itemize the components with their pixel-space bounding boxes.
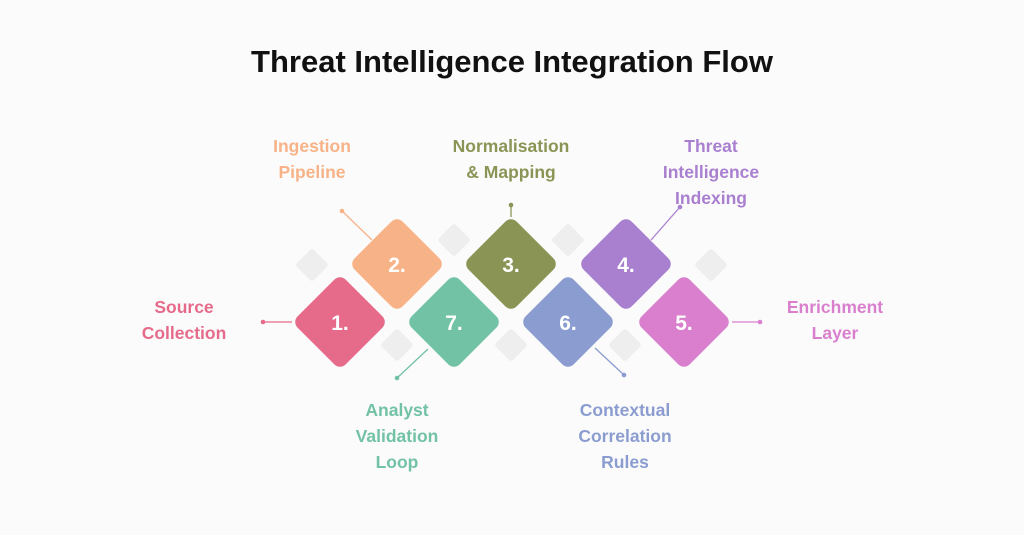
diagram-title: Threat Intelligence Integration Flow bbox=[251, 44, 773, 79]
step-3-number: 3. bbox=[502, 254, 520, 277]
step-3-label: Normalisation& Mapping bbox=[452, 136, 570, 182]
step-1-diamond bbox=[295, 277, 385, 367]
step-7-connector bbox=[396, 348, 429, 379]
decorative-diamond bbox=[609, 329, 641, 361]
step-7-connector-dot bbox=[394, 375, 400, 381]
step-6-number: 6. bbox=[559, 312, 577, 335]
decorative-diamond bbox=[552, 224, 584, 256]
step-6-diamond bbox=[523, 277, 613, 367]
step-2-diamond bbox=[352, 219, 442, 309]
step-5-diamond bbox=[639, 277, 729, 367]
step-2-connector-dot bbox=[339, 208, 345, 214]
step-2-number: 2. bbox=[388, 254, 406, 277]
step-4-connector bbox=[650, 206, 681, 241]
step-2-connector bbox=[341, 210, 373, 241]
step-7-number: 7. bbox=[445, 312, 463, 335]
step-4-diamond bbox=[581, 219, 671, 309]
step-3-diamond bbox=[466, 219, 556, 309]
decorative-diamond bbox=[296, 249, 328, 281]
step-6-connector bbox=[594, 347, 625, 376]
decorative-diamond bbox=[381, 329, 413, 361]
step-1-number: 1. bbox=[331, 312, 349, 335]
decorative-diamond bbox=[438, 224, 470, 256]
step-5-number: 5. bbox=[675, 312, 693, 335]
step-5-connector-dot bbox=[757, 319, 763, 325]
decorative-diamond bbox=[495, 329, 527, 361]
step-4-connector-dot bbox=[677, 204, 683, 210]
step-3-connector-dot bbox=[508, 202, 514, 208]
decorative-diamond bbox=[695, 249, 727, 281]
step-4-number: 4. bbox=[617, 254, 635, 277]
step-7-diamond bbox=[409, 277, 499, 367]
step-6-connector-dot bbox=[621, 372, 627, 378]
step-1-connector-dot bbox=[260, 319, 266, 325]
